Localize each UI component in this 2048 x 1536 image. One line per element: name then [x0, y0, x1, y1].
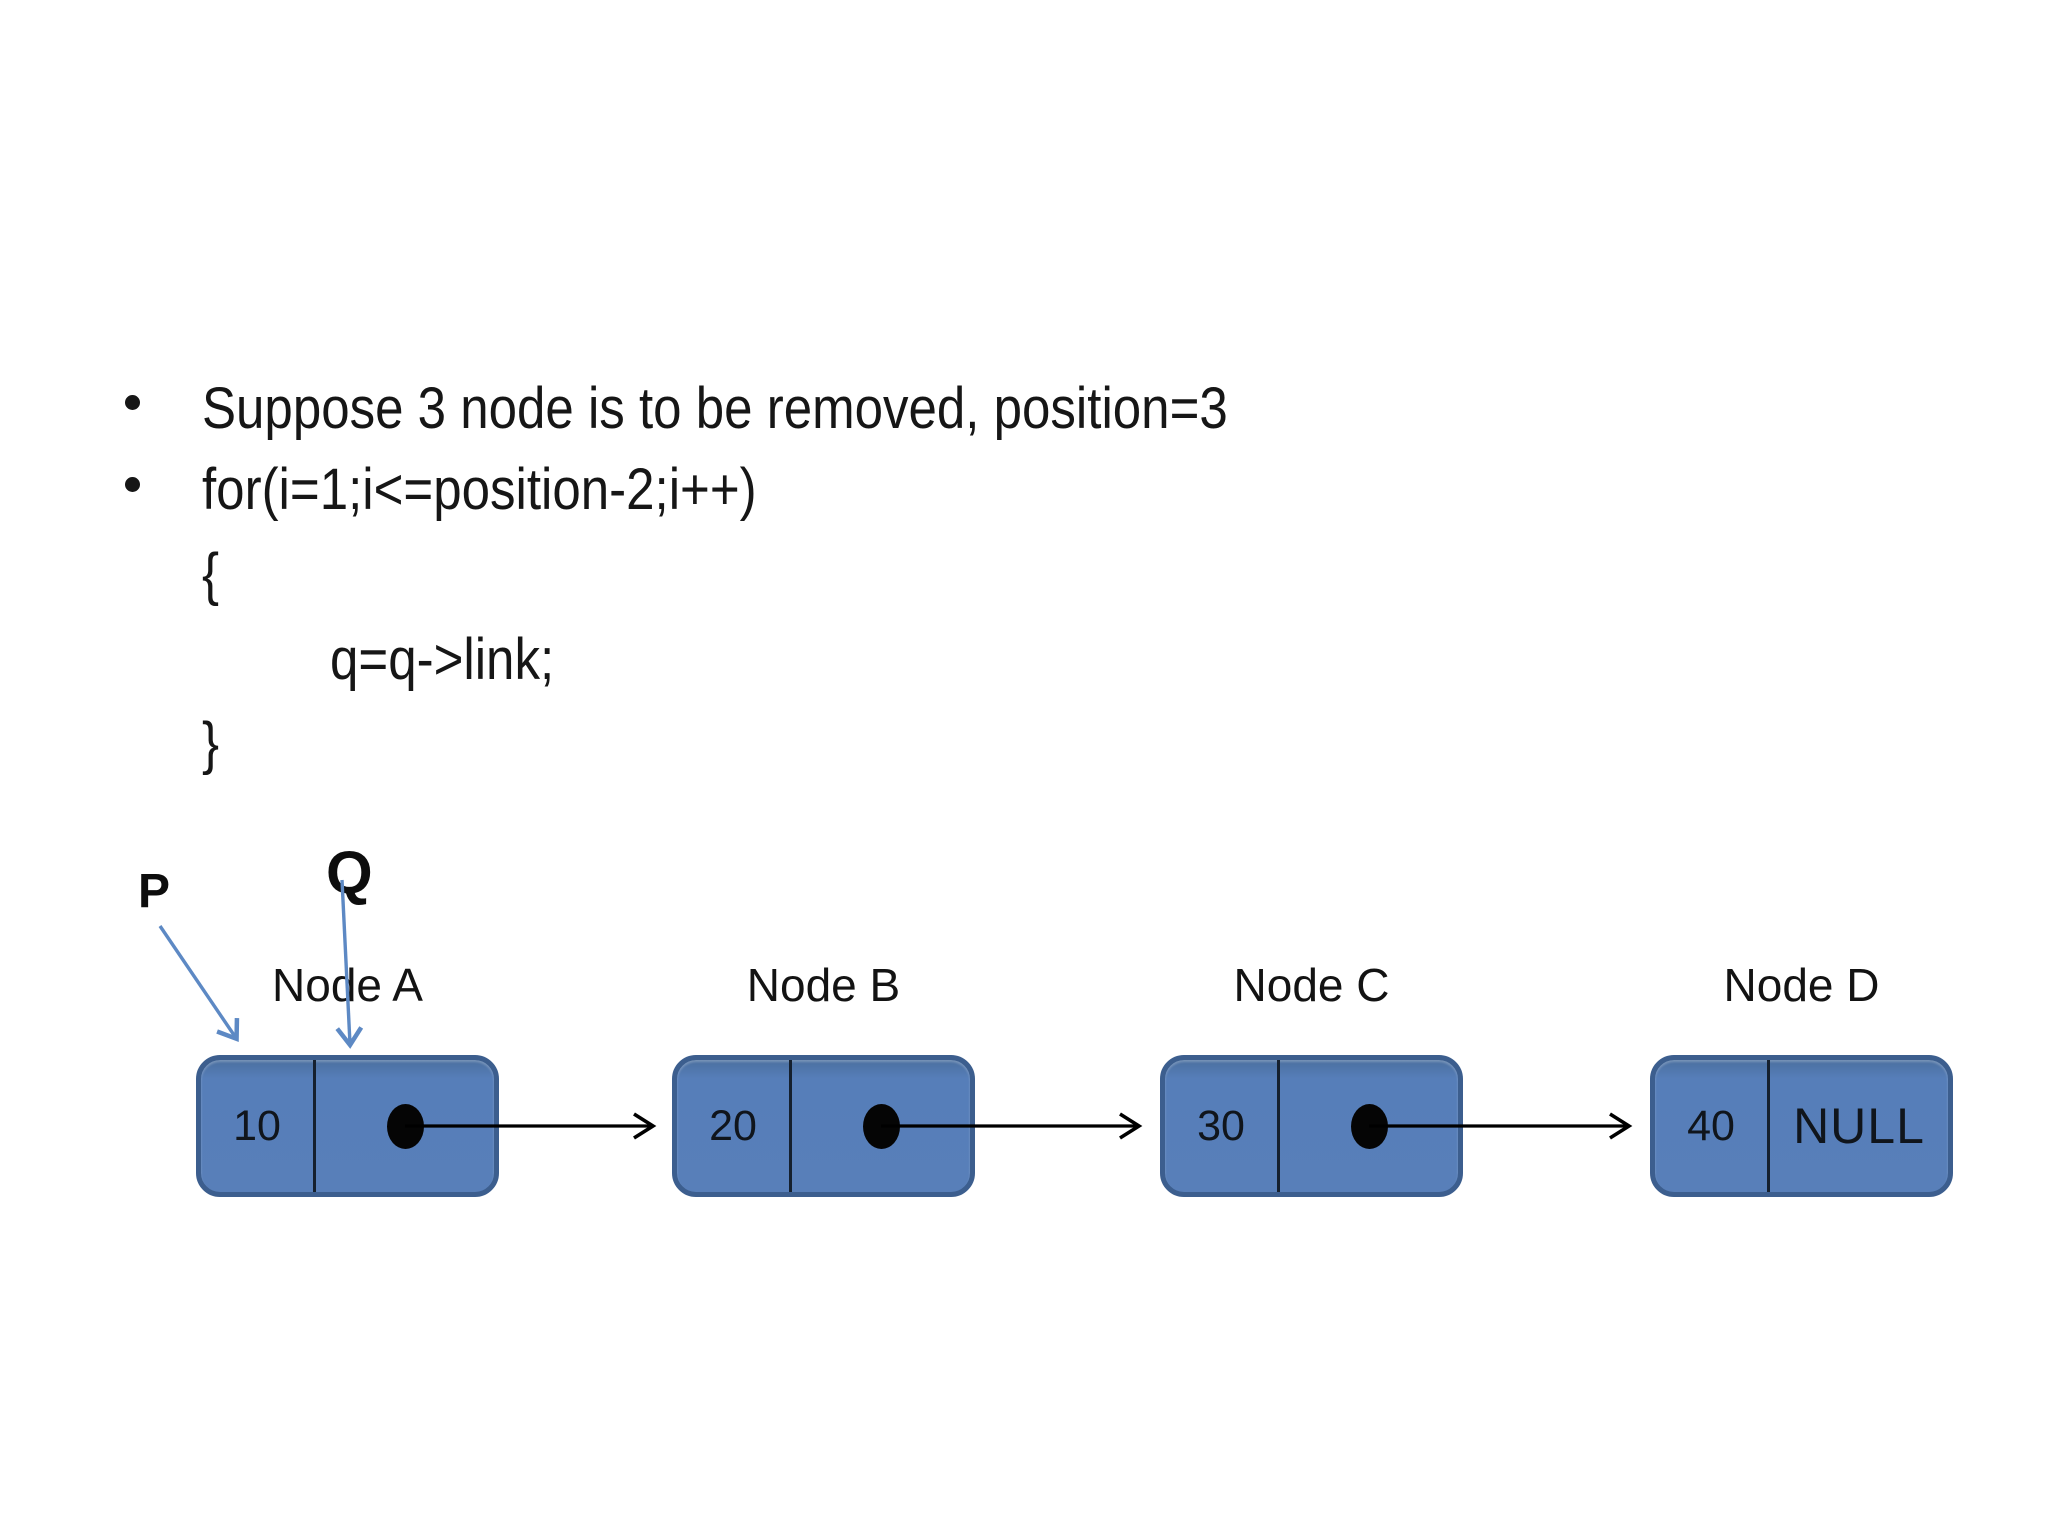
- node-a-link-cell: [316, 1060, 494, 1192]
- bullet-dot: [125, 477, 140, 492]
- node-c-value: 30: [1197, 1101, 1245, 1150]
- node-d-box: 40 NULL: [1650, 1055, 1953, 1197]
- node-a-value: 10: [233, 1101, 281, 1150]
- node-b-data-cell: 20: [677, 1060, 792, 1192]
- node-c-link-cell: [1280, 1060, 1458, 1192]
- node-a-data-cell: 10: [201, 1060, 316, 1192]
- pointer-label-p: P: [138, 865, 171, 918]
- node-b-value: 20: [709, 1101, 757, 1150]
- bullet-line-2: for(i=1;i<=position-2;i++): [202, 457, 757, 522]
- node-a-title: Node A: [272, 959, 423, 1011]
- link-pointer-dot: [1350, 1103, 1388, 1149]
- bullet-dot: [125, 395, 140, 410]
- link-pointer-dot: [862, 1103, 900, 1149]
- node-d-title: Node D: [1723, 959, 1880, 1011]
- link-pointer-dot: [386, 1103, 424, 1149]
- node-c-title: Node C: [1233, 959, 1390, 1011]
- bullet-line-1: Suppose 3 node is to be removed, positio…: [202, 376, 1228, 441]
- node-c-data-cell: 30: [1165, 1060, 1280, 1192]
- node-a-box: 10: [196, 1055, 499, 1197]
- node-d-value: 40: [1687, 1101, 1735, 1150]
- node-b-link-cell: [792, 1060, 970, 1192]
- node-c-box: 30: [1160, 1055, 1463, 1197]
- null-label: NULL: [1793, 1098, 1925, 1154]
- node-b-box: 20: [672, 1055, 975, 1197]
- code-statement: q=q->link;: [330, 627, 555, 692]
- code-close-brace: }: [202, 711, 220, 776]
- node-d-link-cell: NULL: [1770, 1060, 1948, 1192]
- node-d-data-cell: 40: [1655, 1060, 1770, 1192]
- code-open-brace: {: [202, 542, 220, 607]
- pointer-label-q: Q: [326, 839, 373, 906]
- node-b-title: Node B: [746, 959, 901, 1011]
